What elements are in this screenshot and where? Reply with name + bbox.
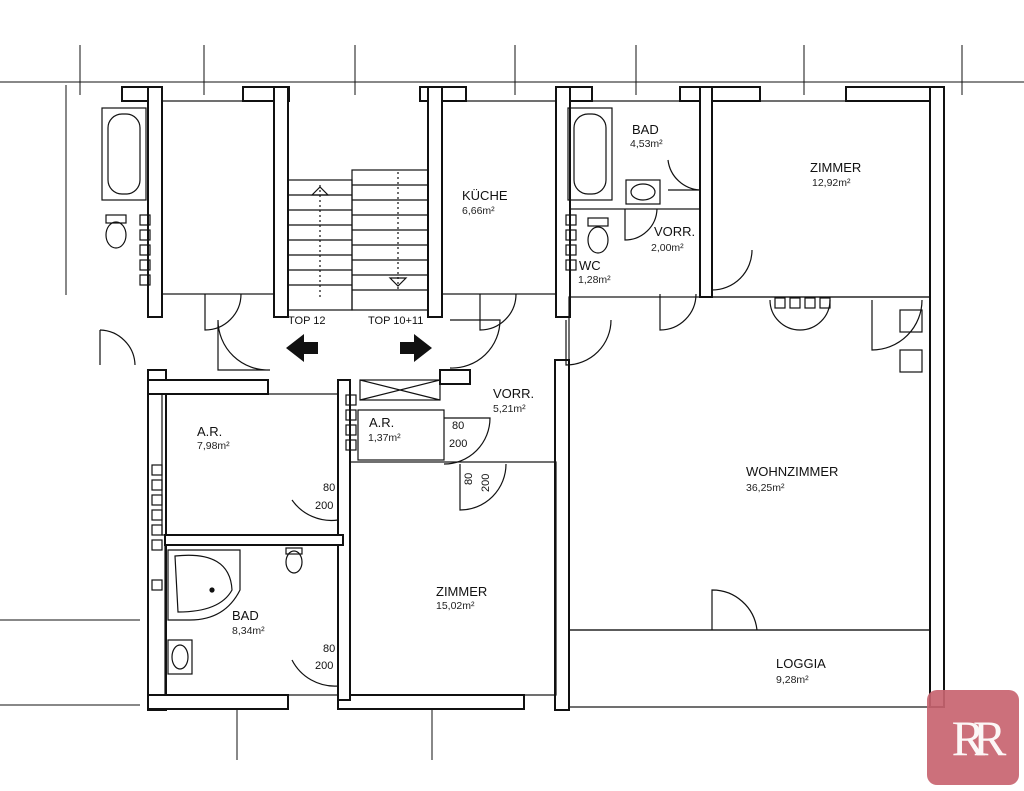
door-dim-height: 200 [449, 438, 468, 450]
room-zimmer-bottom-name: ZIMMER [436, 584, 488, 599]
door-dim-height: 200 [315, 660, 334, 672]
room-bad-top-name: BAD [632, 122, 659, 137]
door-dim-height: 200 [480, 473, 492, 492]
room-wohnzimmer-name: WOHNZIMMER [746, 464, 839, 479]
door-dim-width: 80 [323, 643, 336, 655]
room-wc-name: WC [579, 258, 601, 273]
room-ar-small-area: 1,37m² [368, 432, 401, 444]
arrow-left-icon [286, 334, 318, 362]
room-loggia-name: LOGGIA [776, 656, 826, 671]
room-zimmer-top-area: 12,92m² [812, 177, 851, 189]
room-wc-area: 1,28m² [578, 274, 611, 286]
stair-label-top12: TOP 12 [288, 315, 326, 327]
room-kueche-name: KÜCHE [462, 188, 508, 203]
brand-logo-text: RR [951, 709, 1007, 766]
room-vorr-main-area: 5,21m² [493, 403, 526, 415]
room-vorr-small-area: 2,00m² [651, 242, 684, 254]
arrow-right-icon [400, 334, 432, 362]
door-dim-width: 80 [463, 472, 475, 485]
room-ar-large-area: 7,98m² [197, 440, 230, 452]
room-bad-bottom-area: 8,34m² [232, 625, 265, 637]
door-dim-width: 80 [323, 482, 336, 494]
room-loggia-area: 9,28m² [776, 674, 809, 686]
door-dim-height: 200 [315, 500, 334, 512]
room-vorr-main-name: VORR. [493, 386, 535, 401]
room-kueche-area: 6,66m² [462, 205, 495, 217]
room-zimmer-bottom-area: 15,02m² [436, 600, 475, 612]
room-bad-bottom-name: BAD [232, 608, 259, 623]
room-ar-large-name: A.R. [197, 424, 223, 439]
room-ar-small-name: A.R. [369, 415, 395, 430]
stair-label-top10-11: TOP 10+11 [368, 315, 424, 327]
room-wohnzimmer-area: 36,25m² [746, 482, 785, 494]
room-vorr-small-name: VORR. [654, 224, 696, 239]
door-dim-width: 80 [452, 420, 465, 432]
brand-logo: RR [927, 690, 1019, 785]
room-bad-top-area: 4,53m² [630, 138, 663, 150]
room-zimmer-top-name: ZIMMER [810, 160, 862, 175]
